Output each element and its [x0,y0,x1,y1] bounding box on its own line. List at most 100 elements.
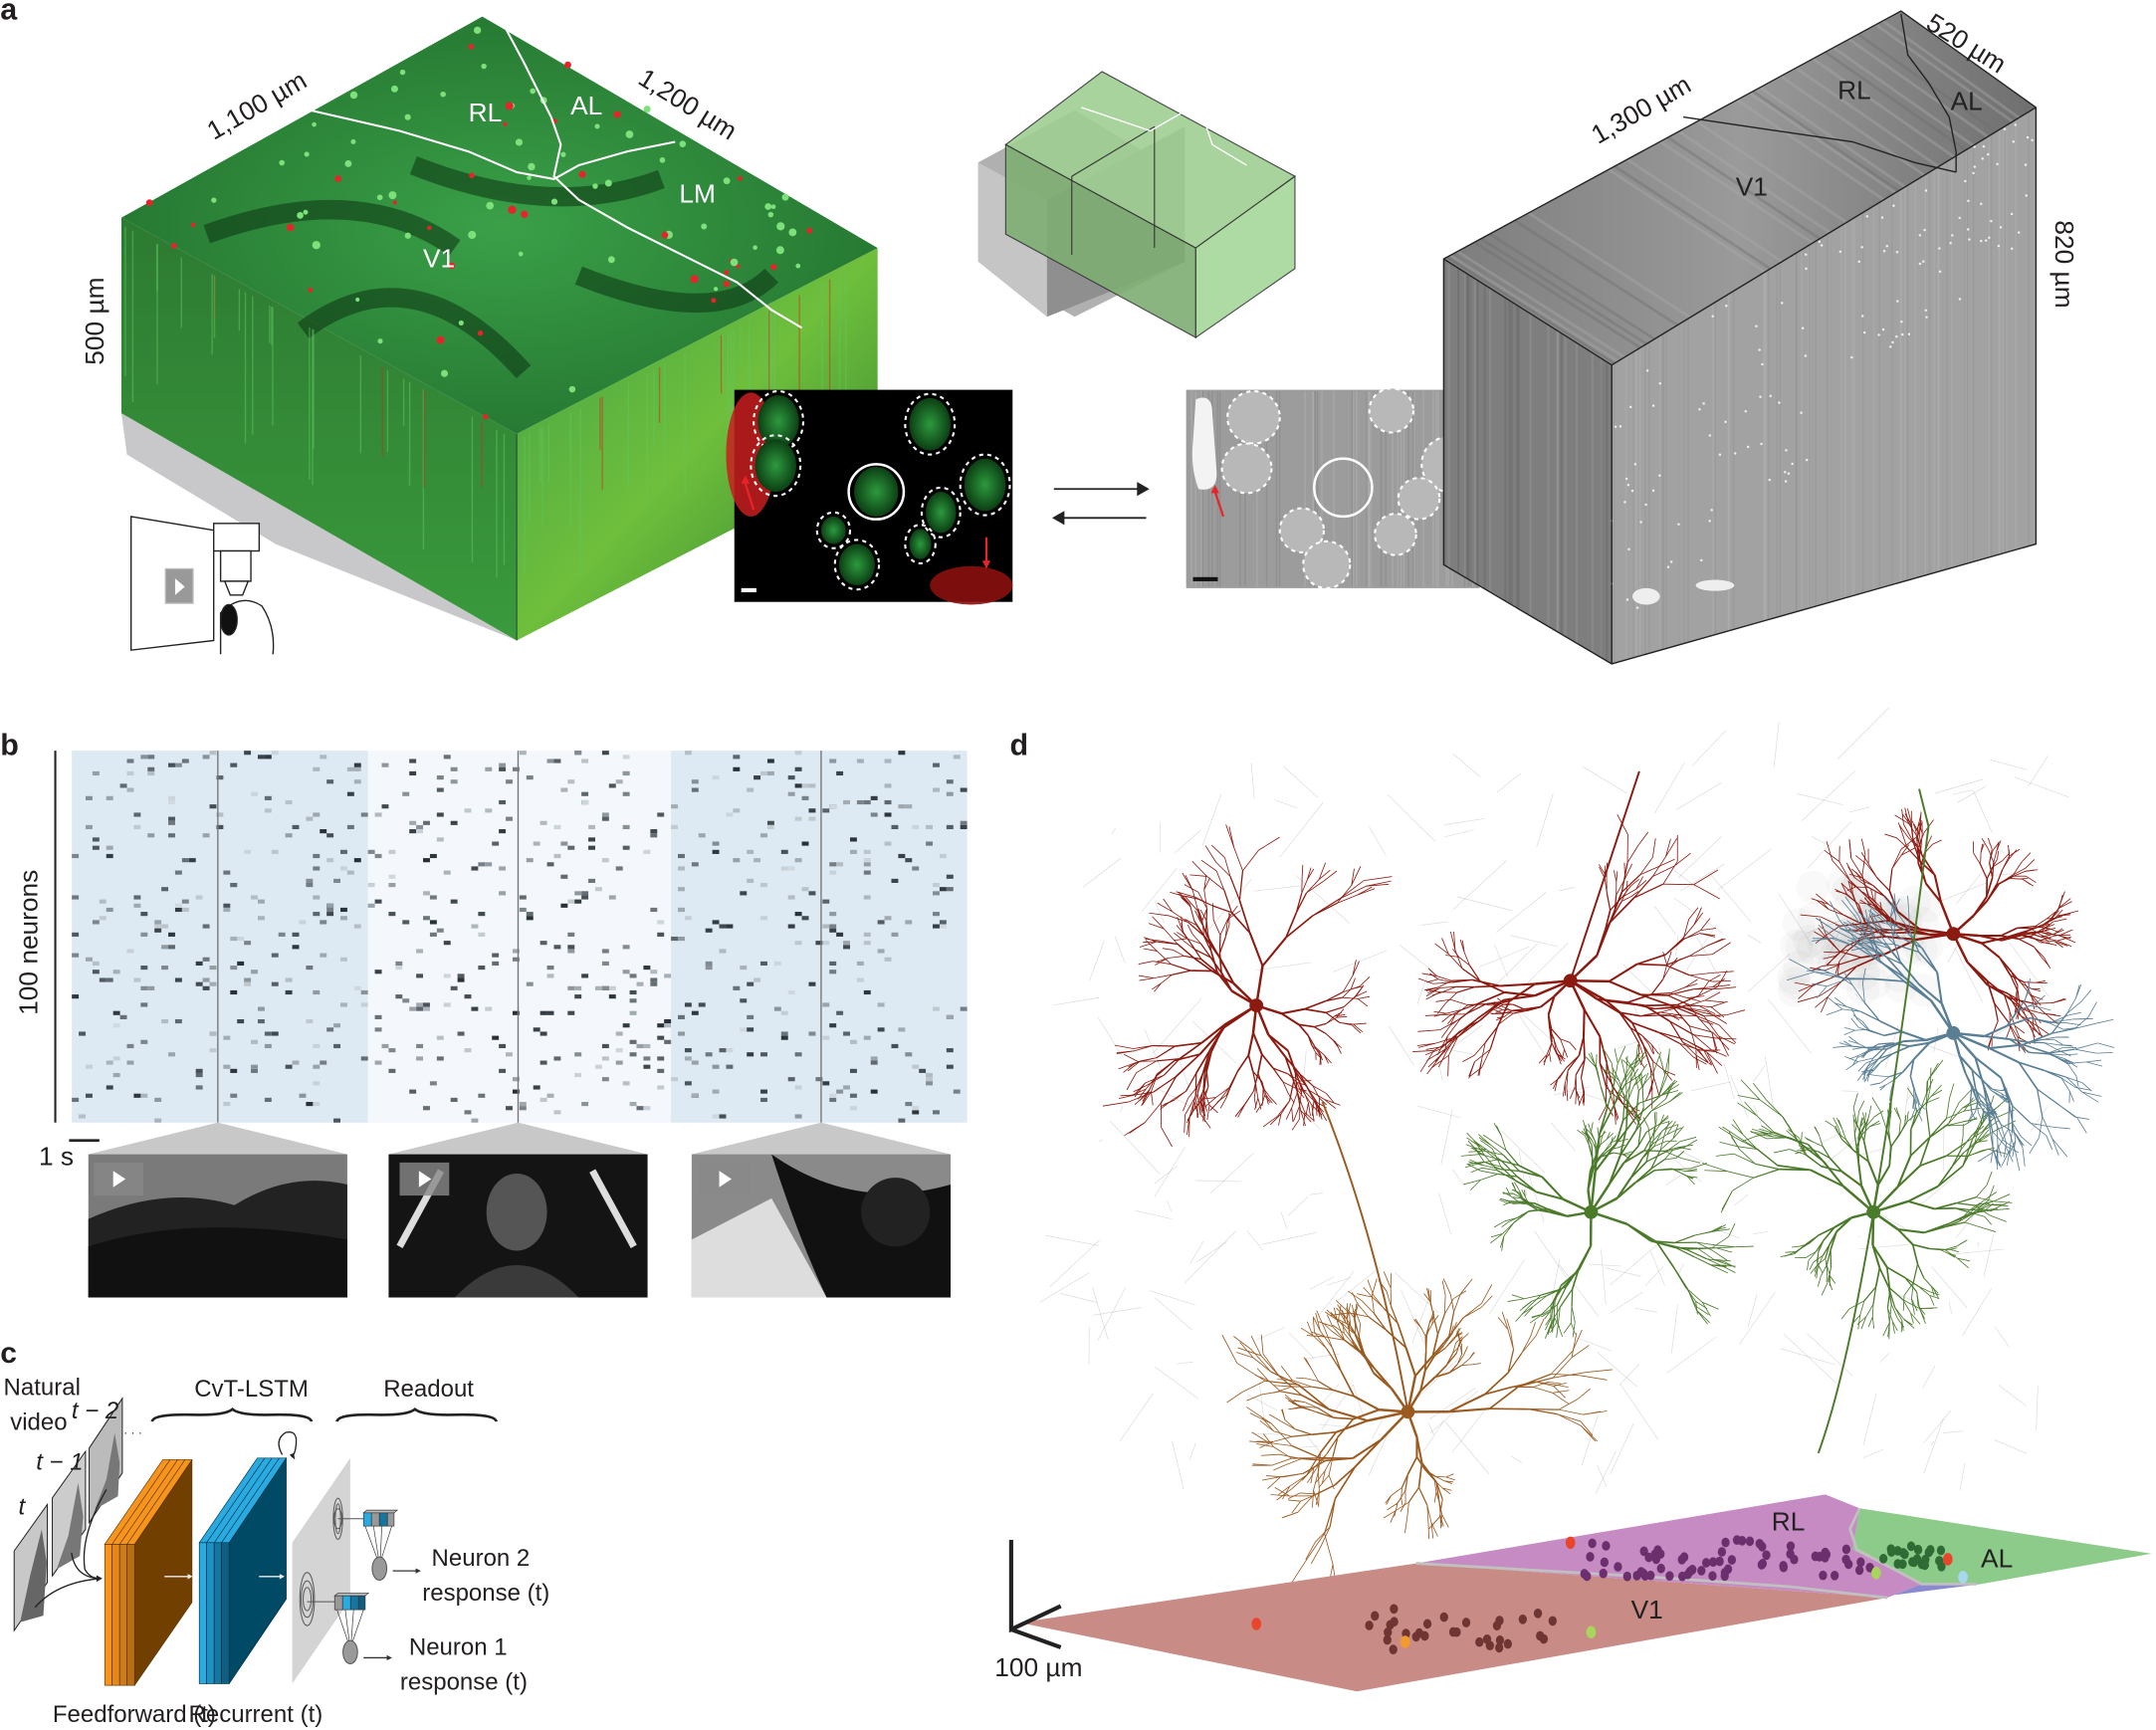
neurite [1871,942,1889,949]
neurite [1310,1547,1321,1565]
neurite [1483,1161,1501,1171]
neurite [1507,1298,1525,1302]
neurite [1549,1300,1556,1312]
neurite [1887,1307,1890,1323]
neurite [1272,1067,1289,1075]
neurite [1600,1136,1603,1146]
readout-plane [292,1457,350,1684]
spike [822,1002,830,1007]
spike [560,874,568,879]
neurite [1992,1088,2002,1094]
em-speck [1891,340,1894,344]
neurite [1816,1261,1821,1269]
background-neurite [1582,766,1628,794]
neurite [1307,1533,1325,1558]
neurite [2096,1051,2113,1054]
em-speck [1627,547,1630,551]
neurite [1899,1121,1908,1135]
spike [574,985,582,990]
neurite [1822,964,1841,967]
neurite [1505,1012,1514,1020]
input-arrows [34,1489,108,1609]
neurite [1124,1122,1146,1137]
neurite [2051,1138,2059,1156]
neurite [1932,1288,1939,1299]
spike [546,862,554,867]
neurite [1974,1056,2002,1079]
background-neurite [1152,997,1202,1054]
neurite [1242,849,1259,872]
neurite [1178,893,1190,905]
neurite [1433,1491,1437,1503]
neurite [1867,923,1874,940]
neurite [1463,1346,1468,1356]
neurite [1876,1048,1888,1061]
neurite [1383,1271,1392,1289]
blood-vessel [203,200,461,257]
neurite [1251,1431,1269,1443]
neurite [1609,963,1638,982]
neurite [2027,980,2031,989]
neurite [1629,1027,1640,1044]
spike [326,903,334,908]
spike [829,912,837,917]
background-neurite [1862,1394,1877,1446]
neurite [1461,940,1465,953]
spike [339,866,347,871]
background-neurite [1878,1212,1907,1230]
background-neurite [1312,1384,1340,1414]
em-texture [1847,38,1989,138]
neurite [1427,1288,1430,1302]
blood-vessel [409,156,665,207]
neurite [1665,838,1671,857]
em-speck [1938,270,1942,274]
neurite [1449,1294,1454,1313]
spike [450,899,458,904]
soma [1946,1025,1961,1040]
neurite [1774,1131,1800,1143]
neurite [1647,1043,1654,1054]
background-neurite [1841,1090,1859,1092]
neurite [1529,1315,1541,1324]
neurite [1850,940,1865,949]
spike [519,1102,527,1107]
neurite [1854,877,1869,888]
em-speck [1982,144,1986,148]
neurite [2022,878,2032,885]
neurite [1333,1040,1339,1048]
neurite [1647,1127,1651,1144]
neurite [1480,1154,1501,1161]
neurite [1907,1087,1915,1099]
neurite [2021,1136,2033,1147]
background-neurite [1195,1241,1227,1263]
cell-marker [279,159,285,166]
spike [92,770,100,776]
spike [829,1093,837,1098]
em-speck [1669,560,1673,563]
neurite [1261,1053,1274,1069]
background-neurite [1717,848,1772,890]
spike [112,1010,120,1015]
neurite [1200,859,1217,872]
neurite [1668,1013,1680,1021]
neurite [1891,1321,1895,1334]
background-neurite [1509,935,1559,948]
neurite [1283,1472,1304,1478]
spike [794,1114,802,1119]
em-inset [1183,386,1483,591]
neurite [1983,1110,1993,1116]
neurite [2046,911,2056,920]
neurite [1911,1298,1918,1312]
spike [698,833,706,838]
spike [657,1085,665,1090]
neurite [1651,992,1671,995]
neurite [1325,991,1344,1002]
spike [313,989,321,995]
neurite [1912,841,1920,862]
spike [443,973,451,978]
neurite [1874,936,1889,949]
neurite [1937,1165,1964,1188]
background-neurite [1141,867,1178,913]
spike [939,920,947,925]
neurite [2021,935,2041,942]
